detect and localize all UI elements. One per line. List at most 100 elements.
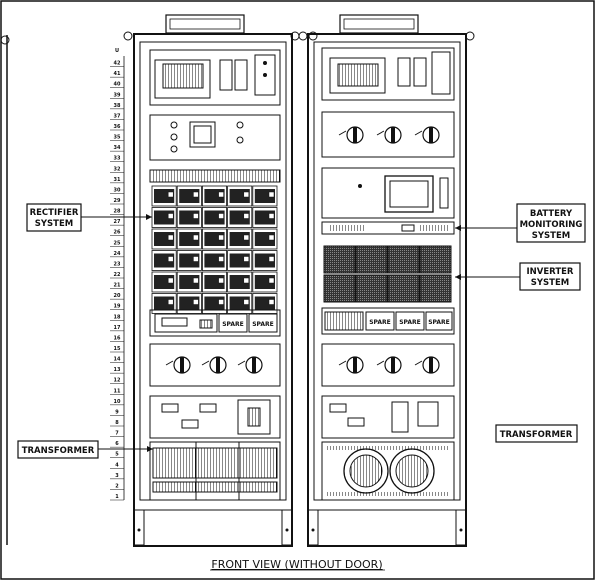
right-transformer-area [321,395,455,501]
rack-unit-number: 12 [114,378,121,384]
left-partial-cabinet [0,35,10,545]
left-cabinet: SPARE SPARE [123,14,300,547]
left-breaker-panel [149,49,281,106]
inverter-module [387,245,420,274]
rectifier-module [151,271,177,293]
rack-unit-number: 21 [114,283,121,289]
rotary-switch-icon [414,126,440,144]
right-switch-panel-top [321,111,455,158]
rectifier-module [227,271,253,293]
lifting-eye-icon [308,31,318,41]
rack-unit-number: 7 [115,431,119,437]
rack-unit-number: 32 [114,166,121,172]
rotary-switch-icon [376,126,402,144]
inverter-module [323,274,356,303]
rack-unit-number: 11 [114,388,121,394]
rectifier-module [201,293,227,314]
rack-unit-number: 29 [114,198,121,204]
rack-unit-number: 35 [114,135,121,141]
rack-unit-number: 10 [114,399,121,405]
battery-monitoring-display [321,167,455,235]
rectifier-module [201,207,227,228]
inverter-module [419,245,452,274]
rack-unit-number: 3 [115,473,119,479]
rectifier-label-line2: SYSTEM [35,219,73,229]
rectifier-module [176,228,202,250]
left-controller-panel [149,114,281,161]
rack-unit-number: 1 [115,494,119,500]
inverter-module [419,274,452,303]
drawing-caption: FRONT VIEW (WITHOUT DOOR) [211,558,382,571]
left-spare-row: SPARE SPARE [149,309,281,337]
rotary-switch-icon [201,356,227,374]
rotary-switch-icon [414,356,440,374]
right-spare-row: SPARE SPARE SPARE [321,307,455,335]
lifting-eye-icon [298,31,308,41]
rack-unit-ruler: U 42414039383736353433323130292827262524… [110,48,125,501]
rack-unit-number: 22 [114,272,121,278]
rectifier-label-line1: RECTIFIER [30,208,79,218]
rectifier-module [227,250,253,271]
fan-grille-icon [395,454,429,488]
battery-label-line1: BATTERY [530,209,573,219]
rack-unit-number: 28 [114,209,121,215]
rack-unit-number: 34 [114,145,121,151]
inverter-modules [323,245,452,303]
rotary-switch-icon [237,356,263,374]
rack-unit-number: 9 [115,409,119,415]
callout-transformer-left: TRANSFORMER [17,440,153,459]
rack-unit-number: 31 [114,177,121,183]
inverter-module [387,274,420,303]
rack-unit-number: 26 [114,230,121,236]
rack-unit-number: 40 [114,82,121,88]
rectifier-module [151,185,177,207]
right-cabinet: SPARE SPARE SPARE [298,14,475,547]
rectifier-module [176,207,202,228]
rectifier-module [201,271,227,293]
rectifier-module [252,271,278,293]
lifting-eye-icon [123,31,133,41]
spare-label: SPARE [222,321,244,328]
rack-unit-number: 15 [114,346,121,352]
rack-unit-number: 25 [114,240,121,246]
inverter-module [355,274,388,303]
rack-unit-number: 17 [114,325,121,331]
rectifier-module [176,293,202,314]
rack-unit-number: 6 [115,441,119,447]
battery-label-line2: MONITORING [520,220,583,230]
rectifier-module [252,207,278,228]
rotary-switch-icon [376,356,402,374]
rectifier-module [151,250,177,271]
spare-label: SPARE [428,319,450,326]
rack-unit-number: 8 [115,420,119,426]
inverter-label-line1: INVERTER [527,267,574,277]
left-transformer-area [149,395,281,501]
lifting-eye-icon [465,31,475,41]
fan-grille-icon [349,454,383,488]
rack-unit-number: 39 [114,92,121,98]
rack-unit-number: 2 [115,483,119,489]
rectifier-module [201,228,227,250]
rack-unit-number: 33 [114,156,121,162]
spare-label: SPARE [252,321,274,328]
callout-rectifier-system: RECTIFIER SYSTEM [26,203,152,232]
spare-label: SPARE [399,319,421,326]
callout-inverter-system: INVERTER SYSTEM [455,262,581,291]
rectifier-module [176,250,202,271]
rectifier-module [151,228,177,250]
rack-unit-number: 41 [114,71,121,77]
rectifier-module [227,207,253,228]
rack-unit-number: 19 [114,304,121,310]
rectifier-module [151,207,177,228]
rectifier-module [252,228,278,250]
arrow-icon [455,225,461,231]
right-switch-panel-bottom [321,343,455,387]
rack-unit-number: 13 [114,367,121,373]
rack-unit-number: 42 [114,61,121,67]
rack-unit-number: 27 [114,219,121,225]
rectifier-module [201,250,227,271]
rotary-switch-icon [165,356,191,374]
rack-unit-number: 23 [114,261,121,267]
